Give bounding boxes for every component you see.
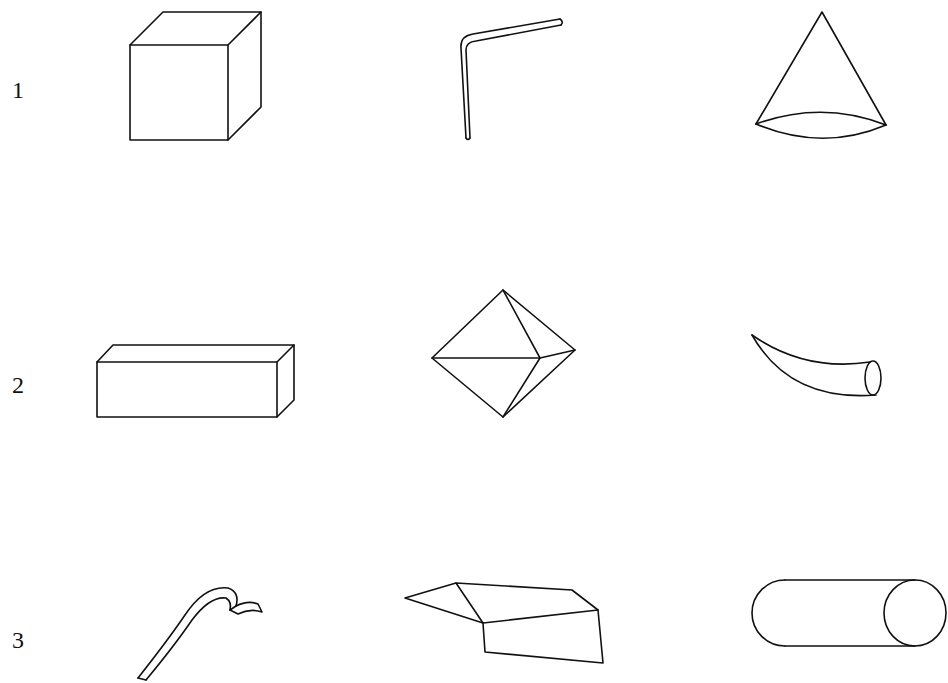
cuboid-drawing [97,345,294,417]
cube-drawing [130,12,261,140]
cone-drawing [756,12,886,138]
ribbon-drawing [138,588,262,680]
octahedron-drawing [432,290,575,417]
prism-drawing [405,583,603,663]
horn-drawing [752,335,881,396]
row-number: 1 [12,78,24,102]
cylinder-drawing [752,580,946,646]
row-number: 3 [12,628,24,652]
row-number: 2 [12,373,24,397]
angle-strip-drawing [461,19,562,140]
